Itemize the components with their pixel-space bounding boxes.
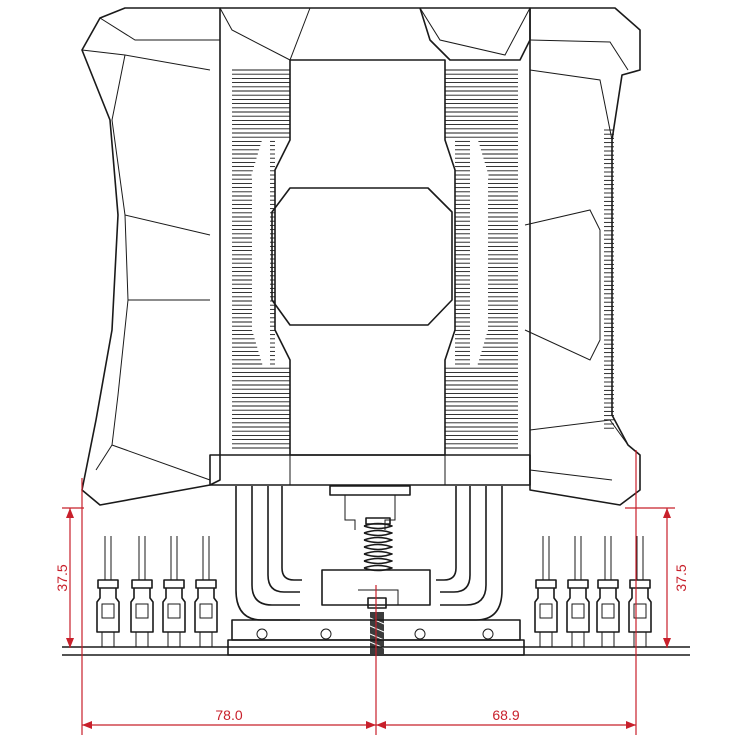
capacitor: [194, 536, 218, 647]
capacitor: [534, 536, 558, 647]
spring-coil: [363, 564, 393, 572]
capacitor: [162, 536, 186, 647]
mounting-spring: [363, 517, 393, 572]
mounting-screw: [367, 597, 387, 654]
spring-coil: [363, 536, 393, 544]
capacitor: [96, 536, 120, 647]
cooler-outline: [81, 7, 641, 506]
dimension-lines: [62, 450, 675, 735]
heatsink-fins-right: [445, 69, 518, 449]
vrm-capacitors: [96, 536, 652, 647]
capacitor: [628, 536, 652, 647]
spring-coil: [363, 529, 393, 537]
capacitor: [596, 536, 620, 647]
spring-cap: [365, 517, 391, 525]
dimension-height-right: 37.5: [673, 564, 689, 591]
dimension-offset-left: 78.0: [215, 707, 242, 723]
capacitor: [130, 536, 154, 647]
heatsink-fins-left: [232, 69, 290, 449]
dimension-height-left: 37.5: [54, 564, 70, 591]
spring-coil: [363, 557, 393, 565]
heatsink-fins-edge: [604, 129, 614, 429]
spring-coil: [363, 543, 393, 551]
capacitor: [566, 536, 590, 647]
spring-coil: [363, 550, 393, 558]
dimension-offset-right: 68.9: [492, 707, 519, 723]
